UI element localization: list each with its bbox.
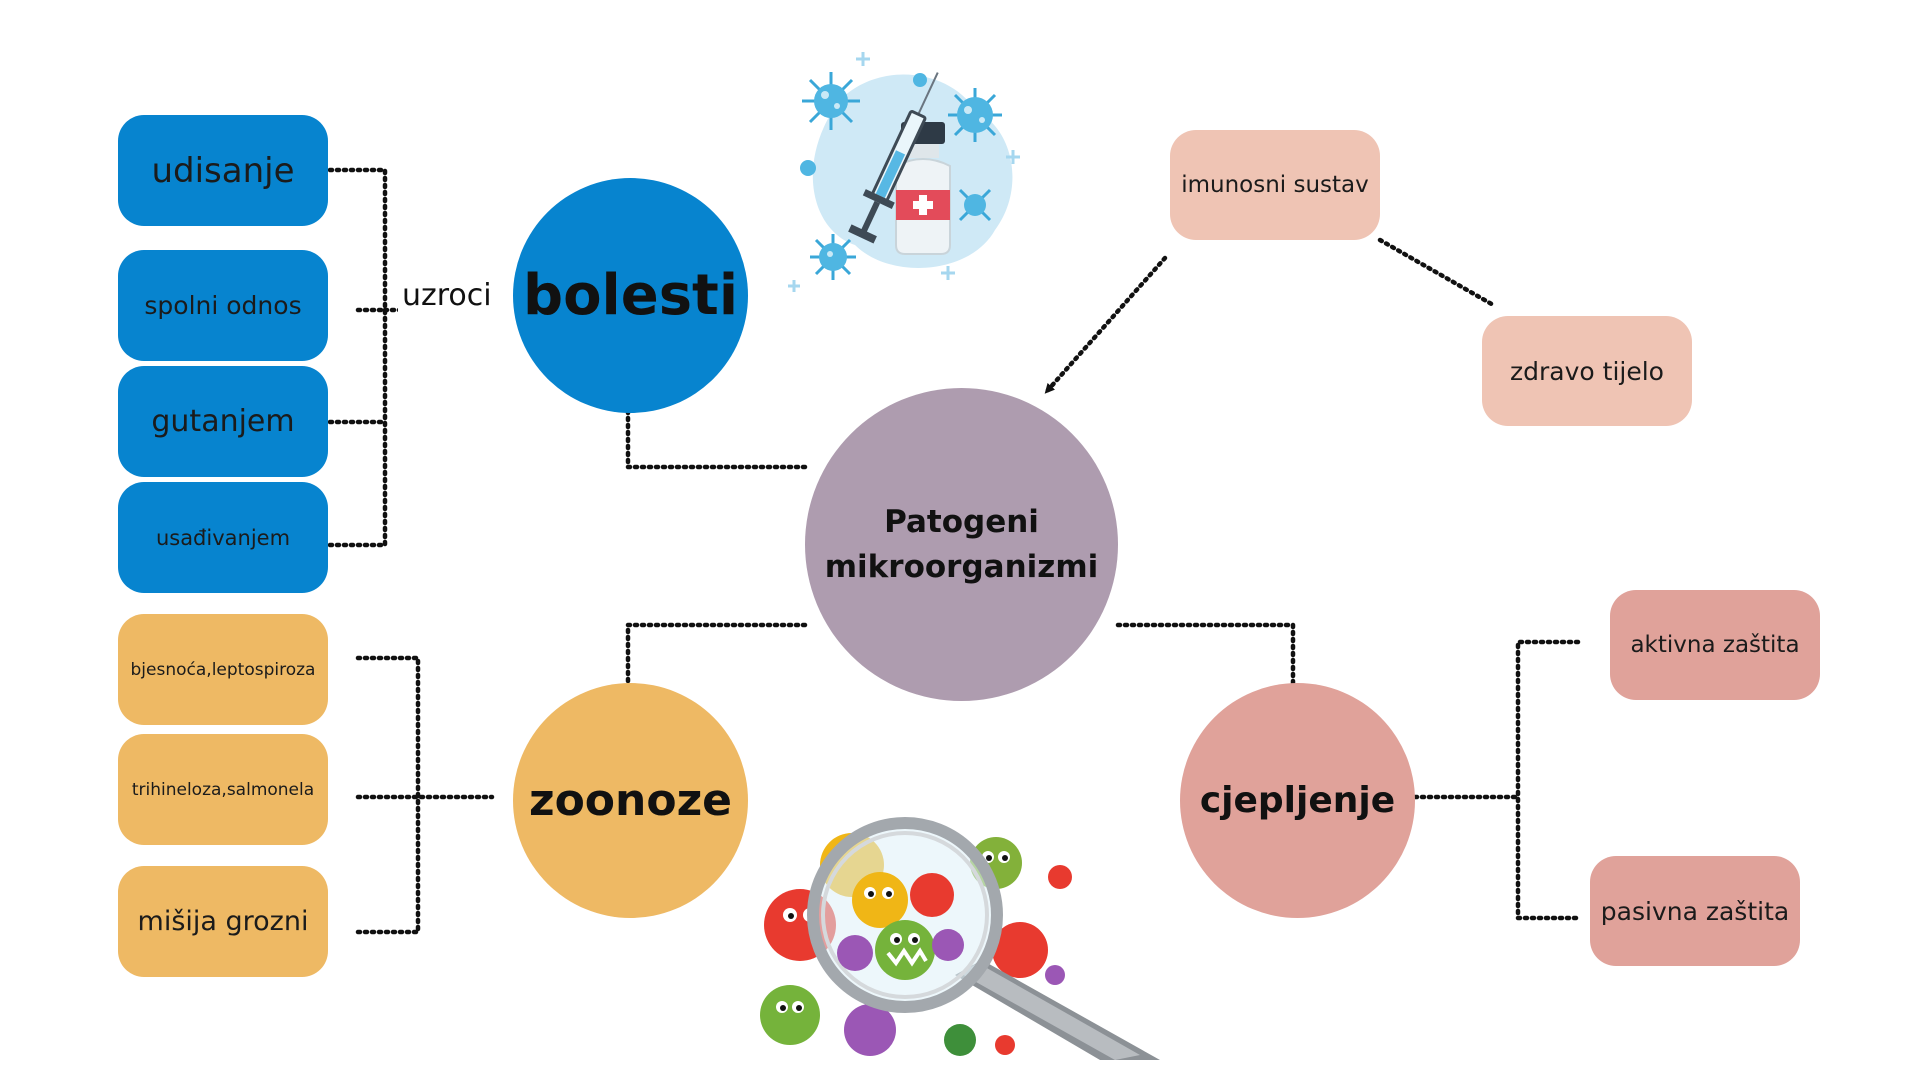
cause-box-gutanjem: gutanjem — [118, 366, 328, 477]
zoonoze-title: zoonoze — [528, 775, 733, 826]
imunosni-sustav-label: imunosni sustav — [1181, 172, 1369, 198]
center-node: Patogeni mikroorganizmi — [805, 388, 1118, 701]
pasivna-zastita-box: pasivna zaštita — [1590, 856, 1800, 966]
magnifier-germs-illustration — [760, 817, 1160, 1060]
imunosni-to-center-arrow — [1044, 255, 1168, 394]
cause-label: spolni odnos — [144, 291, 302, 320]
cause-box-udisanje: udisanje — [118, 115, 328, 226]
zoonoze-bracket-line — [355, 655, 421, 935]
bolesti-title: bolesti — [522, 263, 739, 328]
zoonoze-label: trihineloza,salmonela — [131, 779, 315, 800]
zdravo-tijelo-label: zdravo tijelo — [1510, 356, 1664, 386]
cjepljenje-bracket-line — [1515, 639, 1583, 921]
causes-bracket-line — [327, 167, 388, 548]
center-title-line-1: Patogeni — [884, 503, 1039, 540]
causes-connector-label: uzroci — [398, 278, 496, 313]
cause-label: usađivanjem — [155, 525, 291, 550]
zoonoze-label: bjesnoća,leptospiroza — [130, 659, 316, 680]
vaccine-virus-illustration — [788, 52, 1020, 292]
cause-label: gutanjem — [151, 404, 295, 439]
zoonoze-node: zoonoze — [513, 683, 748, 918]
cjepljenje-title: cjepljenje — [1199, 780, 1396, 821]
cjepljenje-node: cjepljenje — [1180, 683, 1415, 918]
cause-label: udisanje — [151, 150, 295, 191]
imunosni-sustav-box: imunosni sustav — [1170, 130, 1380, 240]
bolesti-node: bolesti — [513, 178, 748, 413]
aktivna-zastita-label: aktivna zaštita — [1630, 632, 1800, 658]
cause-box-spolni-odnos: spolni odnos — [118, 250, 328, 361]
zoonoze-box-misija-grozni: mišija grozni — [118, 866, 328, 977]
zdravo-tijelo-box: zdravo tijelo — [1482, 316, 1692, 426]
cause-box-usadivanjem: usađivanjem — [118, 482, 328, 593]
imunosni-to-zdravo-line — [1377, 237, 1498, 309]
zoonoze-box-bjesnoca: bjesnoća,leptospiroza — [118, 614, 328, 725]
zoonoze-box-trihineloza: trihineloza,salmonela — [118, 734, 328, 845]
center-title-line-2: mikroorganizmi — [824, 548, 1099, 585]
zoonoze-label: mišija grozni — [137, 906, 309, 937]
pasivna-zastita-label: pasivna zaštita — [1600, 896, 1790, 926]
aktivna-zastita-box: aktivna zaštita — [1610, 590, 1820, 700]
